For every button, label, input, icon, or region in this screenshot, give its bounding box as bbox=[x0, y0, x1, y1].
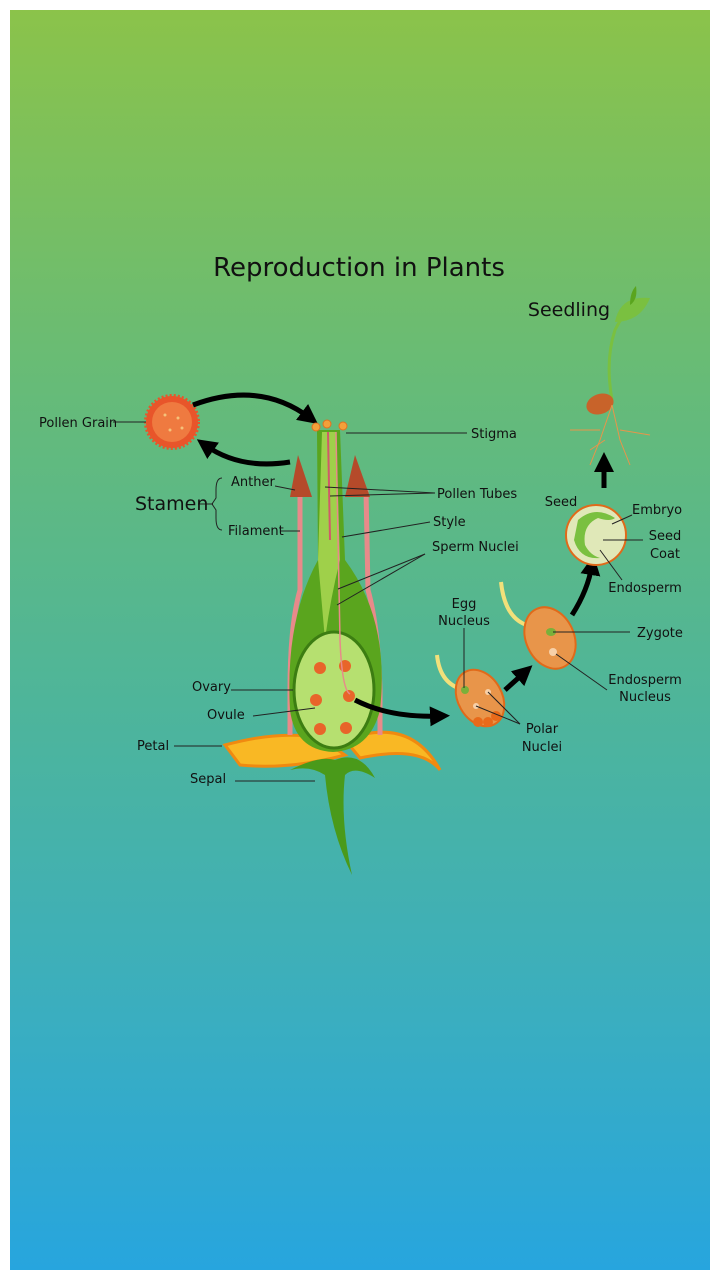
label-egg-nucleus-line2: Nucleus bbox=[438, 614, 490, 629]
anther-right bbox=[345, 455, 370, 497]
label-endosperm: Endosperm bbox=[608, 581, 681, 596]
seed-arrow bbox=[569, 555, 601, 617]
label-zygote: Zygote bbox=[637, 626, 683, 641]
label-style: Style bbox=[433, 515, 466, 530]
label-seed-coat-line2: Coat bbox=[650, 547, 680, 562]
seed-illustration bbox=[565, 504, 627, 566]
label-anther: Anther bbox=[231, 475, 275, 490]
label-sperm-nuclei: Sperm Nuclei bbox=[432, 540, 519, 555]
label-polar-nuclei-line2: Nuclei bbox=[522, 740, 562, 755]
label-polar-nuclei-line1: Polar bbox=[526, 722, 559, 737]
anther-left bbox=[290, 455, 312, 497]
label-ovary: Ovary bbox=[192, 680, 231, 695]
zygote-seed-illustration bbox=[499, 581, 577, 670]
label-seed: Seed bbox=[545, 495, 578, 510]
label-petal: Petal bbox=[137, 739, 169, 754]
label-filament: Filament bbox=[228, 524, 284, 539]
label-pollen-grain: Pollen Grain bbox=[39, 416, 117, 431]
leader-lines bbox=[113, 421, 643, 782]
pollination-arrow bbox=[192, 392, 318, 425]
ovary-chamber bbox=[292, 630, 376, 750]
label-endosperm-nucleus-line1: Endosperm bbox=[608, 673, 681, 688]
label-ovule: Ovule bbox=[207, 708, 245, 723]
diagram-title: Reproduction in Plants bbox=[213, 253, 505, 283]
label-egg-nucleus-line1: Egg bbox=[452, 597, 477, 612]
label-stigma: Stigma bbox=[471, 427, 517, 442]
pollen-release-arrow bbox=[196, 439, 291, 467]
label-seed-coat-line1: Seed bbox=[649, 529, 682, 544]
label-endosperm-nucleus-line2: Nucleus bbox=[619, 690, 671, 705]
label-embryo: Embryo bbox=[632, 503, 682, 518]
label-seedling: Seedling bbox=[528, 299, 610, 321]
pollen-grain-icon bbox=[144, 394, 200, 450]
label-pollen-tubes: Pollen Tubes bbox=[437, 487, 517, 502]
label-sepal: Sepal bbox=[190, 772, 226, 787]
seedling-illustration bbox=[570, 286, 651, 466]
zygote-arrow bbox=[503, 665, 533, 692]
fertilization-arrow bbox=[353, 697, 450, 727]
flower-illustration bbox=[222, 419, 442, 875]
fertilized-ovule-illustration bbox=[435, 654, 506, 728]
label-stamen: Stamen bbox=[135, 493, 208, 515]
